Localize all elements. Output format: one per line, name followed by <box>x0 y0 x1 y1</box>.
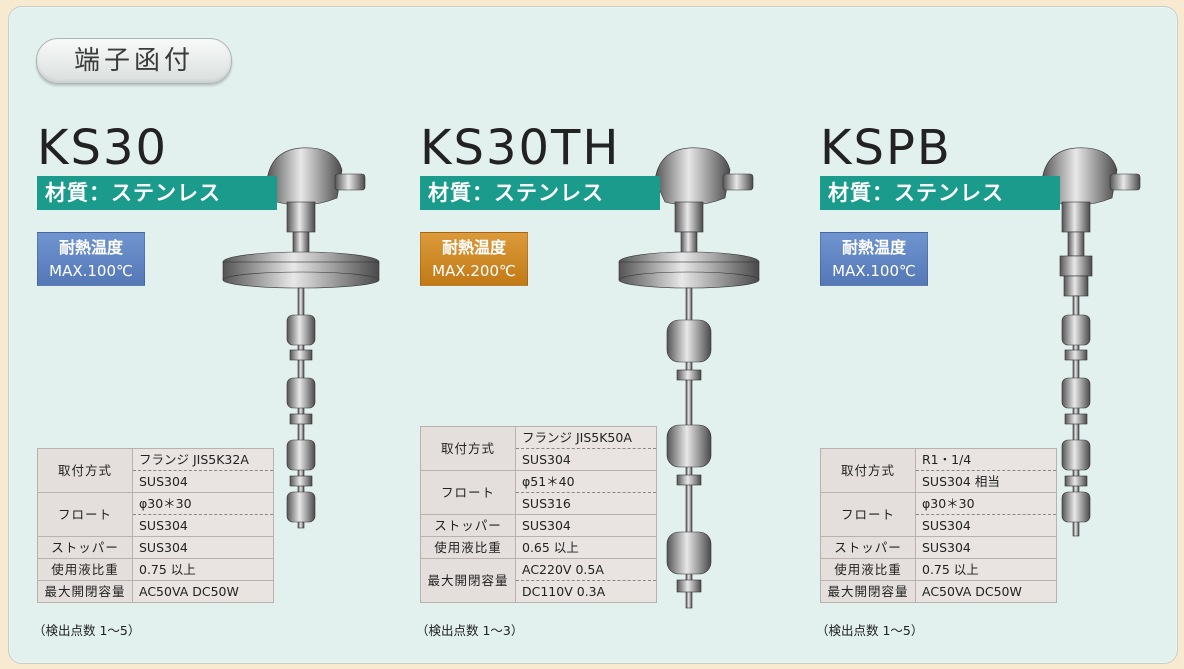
material-banner: 材質：ステンレス <box>820 176 1060 210</box>
detection-note: （検出点数 1〜3） <box>416 623 524 638</box>
detection-note: （検出点数 1〜5） <box>33 623 141 638</box>
heat-label: 耐熱温度 <box>441 238 506 257</box>
heat-value: MAX.100℃ <box>832 262 916 280</box>
section-title: 端子函付 <box>36 38 232 84</box>
model-name: KS30TH <box>420 120 621 176</box>
float-level-switch-flange-icon <box>222 147 380 529</box>
product-ks30th: KS30TH 材質：ステンレス 耐熱温度 MAX.200℃ 取付方式フランジ J… <box>416 120 800 660</box>
product-ks30: KS30 材質：ステンレス 耐熱温度 MAX.100℃ 取付方式フランジ JIS… <box>33 120 417 660</box>
heat-badge: 耐熱温度 MAX.100℃ <box>37 232 145 286</box>
heat-value: MAX.100℃ <box>49 262 133 280</box>
heat-label: 耐熱温度 <box>841 238 906 257</box>
heat-badge: 耐熱温度 MAX.100℃ <box>820 232 928 286</box>
material-banner: 材質：ステンレス <box>37 176 277 210</box>
heat-label: 耐熱温度 <box>58 238 123 257</box>
heat-value: MAX.200℃ <box>432 262 516 280</box>
material-banner: 材質：ステンレス <box>420 176 660 210</box>
float-level-switch-flange-icon <box>618 147 760 609</box>
heat-badge: 耐熱温度 MAX.200℃ <box>420 232 528 286</box>
model-name: KS30 <box>37 120 169 176</box>
float-level-switch-thread-icon <box>1041 147 1141 537</box>
model-name: KSPB <box>820 120 952 176</box>
detection-note: （検出点数 1〜5） <box>816 623 924 638</box>
